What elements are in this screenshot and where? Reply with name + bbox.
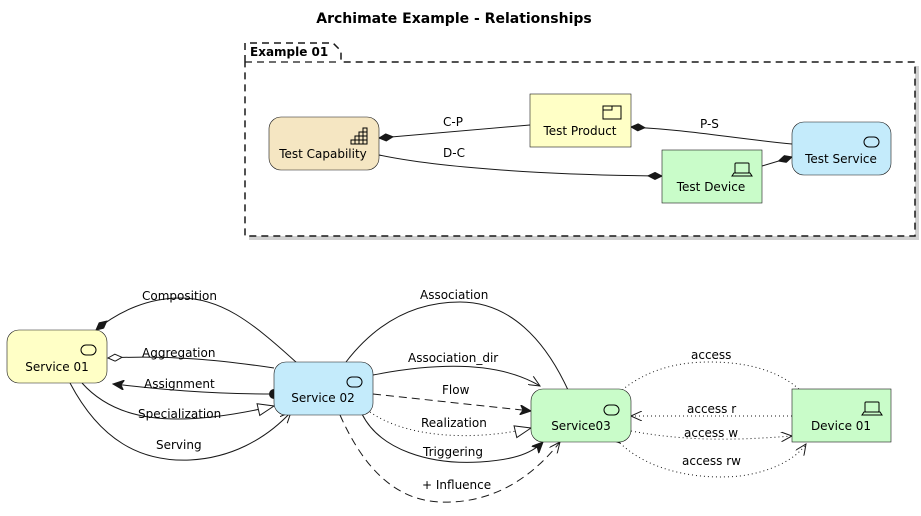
edge-association-dir	[372, 365, 540, 386]
edge-realization	[369, 411, 531, 436]
node-label: Service03	[551, 419, 611, 433]
edge-device-service	[761, 157, 792, 167]
node-test-product[interactable]: Test Product	[529, 93, 632, 148]
edge-flow	[372, 393, 531, 411]
edge-label-realization: Realization	[421, 416, 487, 430]
edge-label-access-r: access r	[687, 402, 736, 416]
edge-label-c-p: C-P	[443, 115, 463, 129]
edge-label-p-s: P-S	[700, 117, 719, 131]
product-icon	[602, 105, 622, 120]
edge-influence	[339, 414, 560, 503]
node-test-device[interactable]: Test Device	[661, 149, 763, 204]
node-label: Test Capability	[278, 147, 367, 161]
edge-label-assignment: Assignment	[144, 377, 215, 391]
node-test-capability[interactable]: Test Capability	[268, 116, 380, 171]
node-device-01[interactable]: Device 01	[791, 388, 892, 443]
edge-label-access-w: access w	[684, 426, 738, 440]
service-icon	[863, 136, 880, 148]
node-service-01[interactable]: Service 01	[6, 329, 108, 384]
lower-edges: Composition Aggregation Assignment Speci…	[69, 288, 806, 503]
edge-composition	[96, 297, 298, 364]
device-icon	[861, 401, 883, 416]
edge-aggregation	[108, 357, 275, 369]
service-icon	[80, 344, 97, 356]
node-label: Service 01	[25, 360, 88, 374]
edge-label-serving: Serving	[156, 438, 202, 452]
edge-label-influence: + Influence	[422, 478, 491, 492]
edge-specialization	[81, 382, 274, 420]
edge-serving	[69, 382, 291, 461]
edge-label-association: Association	[420, 288, 488, 302]
edge-assignment	[113, 384, 274, 394]
edge-triggering	[361, 413, 543, 463]
edge-access	[621, 361, 801, 391]
edge-label-association-dir: Association_dir	[408, 351, 498, 365]
node-label: Test Service	[804, 152, 877, 166]
diagram-title: Archimate Example - Relationships	[316, 11, 591, 27]
capability-icon	[350, 127, 368, 145]
upper-edges: C-P P-S D-C	[379, 115, 792, 176]
device-icon	[731, 162, 753, 177]
node-service03[interactable]: Service03	[530, 388, 632, 443]
edge-label-flow: Flow	[442, 383, 470, 397]
node-test-service[interactable]: Test Service	[791, 121, 892, 176]
node-label: Test Product	[542, 124, 616, 138]
node-service-02[interactable]: Service 02	[273, 361, 374, 416]
edge-p-s	[631, 127, 793, 145]
node-label: Service 02	[291, 391, 354, 405]
edge-d-c	[378, 154, 662, 176]
node-label: Device 01	[811, 419, 871, 433]
edge-label-specialization: Specialization	[138, 407, 221, 421]
node-label: Test Device	[676, 180, 745, 194]
edge-label-triggering: Triggering	[422, 445, 483, 459]
edge-label-access-rw: access rw	[682, 454, 741, 468]
edge-c-p	[379, 124, 531, 138]
edge-label-aggregation: Aggregation	[142, 346, 215, 360]
edge-label-composition: Composition	[142, 289, 217, 303]
edge-label-d-c: D-C	[443, 146, 465, 160]
service-icon	[603, 404, 620, 416]
package-label: Example 01	[250, 45, 328, 59]
edge-access-rw	[620, 443, 806, 478]
service-icon	[346, 376, 363, 388]
edge-label-access: access	[691, 348, 731, 362]
edge-association	[345, 301, 569, 391]
